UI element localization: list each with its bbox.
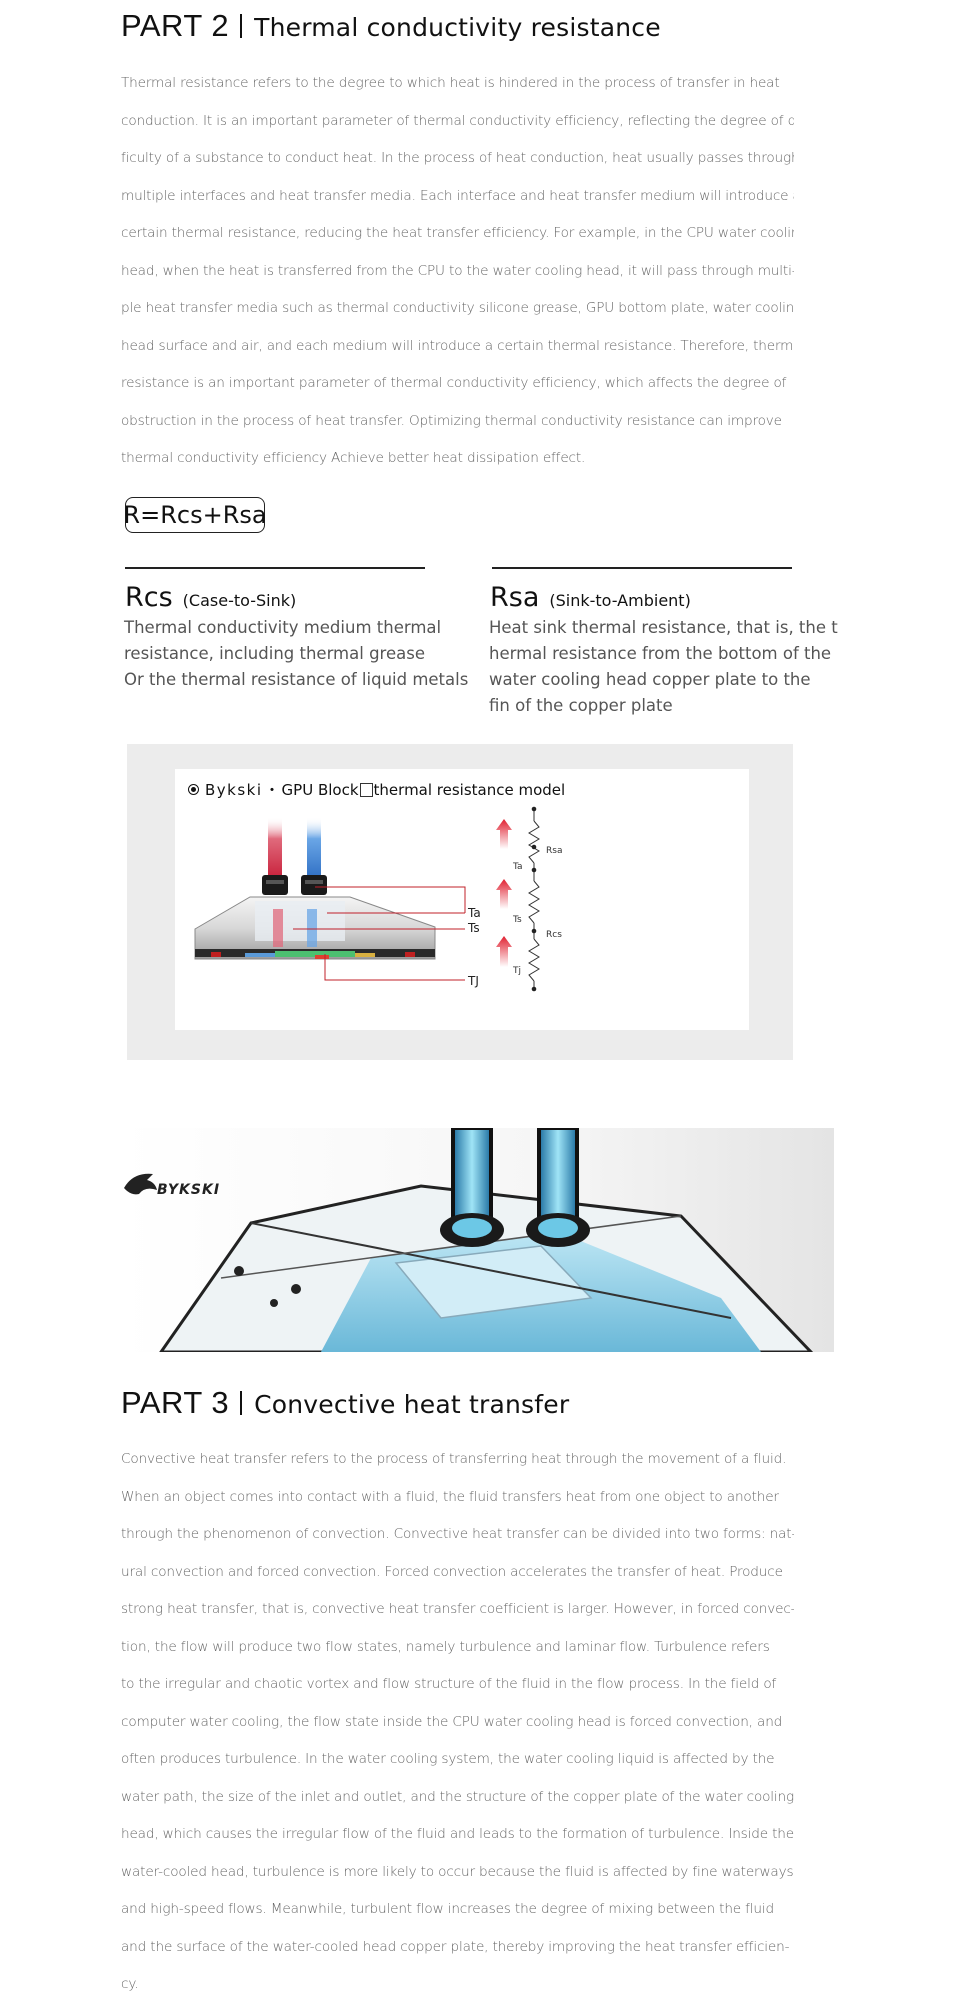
part2-line: conduction. It is an important parameter…	[121, 112, 794, 129]
rsa-subtitle: (Sink-to-Ambient)	[549, 591, 691, 610]
part3-line: water-cooled head, turbulence is more li…	[121, 1863, 794, 1880]
rcs-heading: Rcs (Case-to-Sink)	[125, 582, 296, 613]
label-ts: Ts	[467, 921, 480, 935]
fitting-right	[301, 875, 327, 895]
label-tj: TJ	[467, 974, 479, 988]
gpu-block-diagram: Ta Ts TJ Ta Ts Tj Rsa Rcs	[194, 806, 562, 992]
rcs-line: Thermal conductivity medium thermal	[124, 618, 442, 637]
part2-line: multiple interfaces and heat transfer me…	[121, 187, 794, 204]
rsa-line: hermal resistance from the bottom of the	[489, 644, 832, 663]
resistor-label-rcs: Rcs	[546, 930, 562, 940]
part3-line: strong heat transfer, that is, convectiv…	[121, 1601, 794, 1617]
part3-line: When an object comes into contact with a…	[121, 1488, 779, 1505]
arrow-label-ta: Ta	[512, 862, 523, 872]
rcs-rule	[125, 567, 425, 569]
part2-line: Thermal resistance refers to the degree …	[121, 75, 780, 91]
rsa-line: Heat sink thermal resistance, that is, t…	[489, 618, 838, 637]
target-icon	[188, 784, 199, 795]
heat-arrow-tj	[496, 936, 512, 967]
part2-line: certain thermal resistance, reducing the…	[121, 225, 794, 241]
dragon-icon	[124, 1173, 157, 1195]
resistor-chain	[528, 809, 540, 989]
part3-title: Convective heat transfer	[254, 1390, 570, 1419]
hot-tube	[268, 817, 282, 879]
model-title: Bykski ・ GPU Block thermal resistance mo…	[188, 779, 565, 800]
part3-divider	[240, 1391, 243, 1415]
part2-paragraph: Thermal resistance refers to the degree …	[121, 65, 794, 478]
part2-line: head surface and air, and each medium wi…	[121, 337, 794, 354]
formula-box: R=Rcs+Rsa	[123, 497, 267, 533]
placeholder-glyph-icon	[359, 782, 373, 797]
rsa-line: water cooling head copper plate to the	[489, 670, 811, 689]
rcs-symbol: Rcs	[125, 582, 173, 613]
model-separator: ・	[264, 781, 280, 799]
model-title-a: GPU Block	[281, 780, 359, 799]
part3-number: PART 3	[121, 1385, 230, 1420]
part3-line: and high-speed flows. Meanwhile, turbule…	[121, 1901, 775, 1917]
heat-arrow-ts	[496, 879, 512, 909]
rsa-symbol: Rsa	[490, 582, 540, 613]
resistor-label-rsa: Rsa	[546, 846, 562, 856]
fitting-left	[262, 875, 288, 895]
rcs-line: resistance, including thermal grease	[124, 644, 425, 663]
model-brand: Bykski	[205, 780, 263, 799]
cold-tube	[307, 817, 321, 879]
part3-line: computer water cooling, the flow state i…	[121, 1713, 783, 1730]
part2-line: obstruction in the process of heat trans…	[121, 412, 782, 429]
model-title-b: thermal resistance model	[373, 780, 566, 799]
part3-line: and the surface of the water-cooled head…	[121, 1938, 790, 1955]
part2-number: PART 2	[121, 8, 230, 43]
part2-heading: PART 2 Thermal conductivity resistance	[121, 8, 661, 44]
product-photo: BYKSKI	[121, 1128, 834, 1352]
arrow-label-tj: Tj	[512, 966, 521, 976]
part3-line: often produces turbulence. In the water …	[121, 1751, 775, 1767]
part3-line: ural convection and forced convection. F…	[121, 1563, 783, 1580]
rsa-rule	[492, 567, 792, 569]
part2-line: ficulty of a substance to conduct heat. …	[121, 150, 794, 166]
part3-heading: PART 3 Convective heat transfer	[121, 1385, 569, 1421]
rcs-subtitle: (Case-to-Sink)	[182, 591, 297, 610]
rcs-line: Or the thermal resistance of liquid meta…	[124, 670, 469, 689]
part3-line: to the irregular and chaotic vortex and …	[121, 1676, 777, 1692]
rcs-description: Thermal conductivity medium thermal resi…	[124, 615, 468, 693]
part3-line: water path, the size of the inlet and ou…	[121, 1788, 794, 1805]
part3-line: cy.	[121, 1976, 139, 1992]
part2-divider	[240, 14, 243, 38]
part2-line: ple heat transfer media such as thermal …	[121, 300, 794, 316]
part2-title: Thermal conductivity resistance	[254, 13, 661, 42]
part3-line: through the phenomenon of convection. Co…	[121, 1526, 794, 1542]
part3-line: head, which causes the irregular flow of…	[121, 1826, 794, 1842]
rsa-description: Heat sink thermal resistance, that is, t…	[489, 615, 838, 719]
part3-line: tion, the flow will produce two flow sta…	[121, 1638, 770, 1655]
label-ta: Ta	[467, 906, 481, 920]
part2-line: thermal conductivity efficiency Achieve …	[121, 450, 586, 466]
part2-line: resistance is an important parameter of …	[121, 375, 787, 391]
logo-text: BYKSKI	[157, 1182, 220, 1198]
copper-plate	[275, 951, 355, 957]
heat-arrow-ta	[496, 819, 512, 849]
arrow-label-ts: Ts	[512, 915, 522, 925]
rsa-line: fin of the copper plate	[489, 696, 673, 715]
part3-line: Convective heat transfer refers to the p…	[121, 1451, 787, 1467]
part2-line: head, when the heat is transferred from …	[121, 262, 794, 279]
part3-paragraph: Convective heat transfer refers to the p…	[121, 1441, 794, 2004]
bykski-logo: BYKSKI	[124, 1173, 220, 1198]
rsa-heading: Rsa (Sink-to-Ambient)	[490, 582, 691, 613]
